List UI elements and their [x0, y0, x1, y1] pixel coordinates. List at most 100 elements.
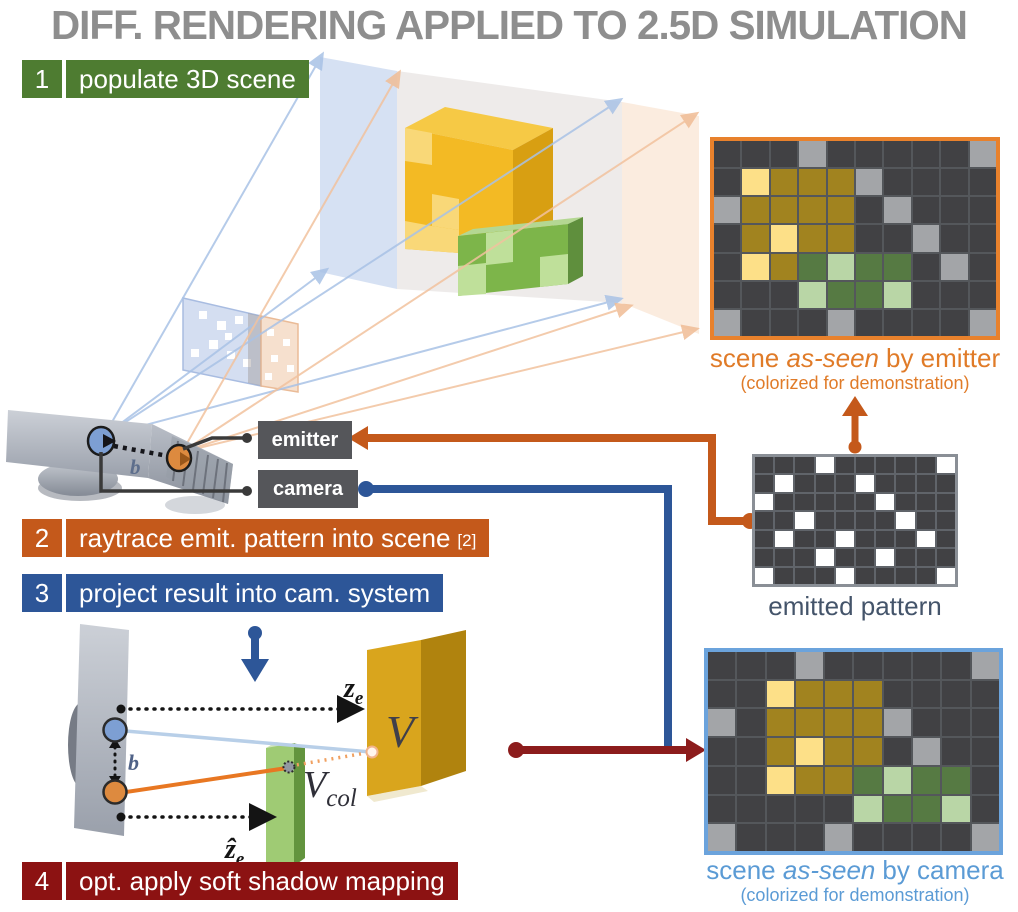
- grid-cell: [742, 225, 769, 252]
- occluder-slab: [266, 742, 305, 873]
- camera-frustum-rays: [103, 51, 624, 437]
- geometry-b-label: b: [128, 750, 139, 775]
- grid-cell: [775, 567, 794, 584]
- grid-cell: [912, 281, 940, 308]
- grid-cell: [815, 457, 834, 474]
- grid-cell: [827, 197, 854, 224]
- grid-cell: [856, 475, 875, 492]
- occluded-ray-dotted: [289, 751, 367, 768]
- grid-cell: [854, 824, 882, 851]
- grid-cell: [742, 169, 769, 196]
- grid-cell: [799, 309, 826, 336]
- grid-cell: [766, 738, 794, 765]
- grid-cell: [795, 475, 814, 492]
- scene-yellow-box: [405, 107, 553, 257]
- grid-cell: [883, 680, 912, 708]
- step-1: 1 populate 3D scene: [22, 60, 309, 98]
- grid-cell: [912, 309, 940, 336]
- grid-cell: [799, 281, 826, 308]
- grid-cell: [941, 253, 968, 280]
- grid-cell: [913, 766, 941, 794]
- caption-post: by emitter: [885, 343, 1001, 373]
- sensor-device: b: [6, 410, 233, 514]
- grid-cell: [825, 795, 853, 823]
- emitted-pattern-grid: [752, 454, 958, 587]
- grid-cell: [941, 281, 968, 308]
- step-2: 2 raytrace emit. pattern into scene[2]: [22, 519, 490, 557]
- grid-cell: [755, 457, 774, 474]
- grid-cell: [936, 475, 955, 492]
- grid-cell: [884, 309, 911, 336]
- grid-cell: [941, 225, 968, 252]
- grid-cell: [942, 680, 970, 708]
- grid-cell: [883, 652, 912, 679]
- grid-cell: [912, 141, 940, 168]
- callout-connectors: [99, 436, 247, 493]
- grid-cell: [708, 709, 736, 737]
- grid-cell: [854, 766, 882, 794]
- grid-cell: [766, 795, 794, 823]
- grid-cell: [854, 680, 882, 708]
- device-lens-bump: [68, 703, 94, 787]
- grid-cell: [942, 652, 970, 679]
- v-col-label: Vcol: [303, 764, 357, 812]
- grid-cell: [913, 738, 941, 765]
- grid-cell: [942, 795, 970, 823]
- grid-cell: [913, 652, 941, 679]
- grid-cell: [770, 225, 798, 252]
- grid-cell: [916, 493, 935, 511]
- baseline-dotted-line: [113, 443, 169, 459]
- grid-cell: [896, 457, 915, 474]
- emitter-frustum-rays: [181, 69, 700, 453]
- caption-italic: as-seen: [786, 343, 879, 373]
- caption-pre: scene: [709, 343, 780, 373]
- step-2-text: raytrace emit. pattern into scene: [79, 522, 451, 553]
- grid-cell: [941, 141, 968, 168]
- grid-cell: [708, 680, 736, 708]
- grid-cell: [969, 309, 996, 336]
- step-4-label: opt. apply soft shadow mapping: [66, 862, 458, 900]
- grid-cell: [969, 141, 996, 168]
- grid-cell: [941, 197, 968, 224]
- camera-near-plane: [320, 57, 397, 289]
- grid-cell: [795, 680, 824, 708]
- grid-cell: [714, 253, 741, 280]
- grid-cell: [876, 457, 895, 474]
- grid-cell: [916, 567, 935, 584]
- grid-cell: [742, 309, 769, 336]
- emitter-near-plane: [622, 102, 699, 334]
- grid-cell: [775, 493, 794, 511]
- grid-cell: [971, 680, 999, 708]
- v-label: V: [386, 706, 419, 757]
- step-4: 4 opt. apply soft shadow mapping: [22, 862, 458, 900]
- grid-cell: [896, 549, 915, 566]
- grid-cell: [855, 281, 883, 308]
- grid-cell: [969, 169, 996, 196]
- grid-cell: [795, 567, 814, 584]
- v-box: [367, 630, 466, 802]
- grid-cell: [913, 824, 941, 851]
- grid-cell: [855, 169, 883, 196]
- camera-caption-sub: (colorized for demonstration): [740, 885, 970, 905]
- grid-cell: [835, 512, 854, 529]
- step-2-number: 2: [22, 519, 62, 557]
- grid-cell: [941, 309, 968, 336]
- grid-cell: [969, 281, 996, 308]
- far-plane: [397, 71, 622, 303]
- grid-cell: [876, 530, 895, 548]
- grid-cell: [971, 652, 999, 679]
- sensor-base: [38, 462, 118, 496]
- grid-cell: [795, 795, 824, 823]
- grid-cell: [742, 141, 769, 168]
- grid-cell: [737, 738, 765, 765]
- grid-cell: [969, 253, 996, 280]
- grid-cell: [884, 169, 911, 196]
- grid-cell: [775, 512, 794, 529]
- baseline-double-arrow: [109, 738, 121, 786]
- grid-cell: [876, 475, 895, 492]
- grid-cell: [913, 709, 941, 737]
- grid-cell: [766, 766, 794, 794]
